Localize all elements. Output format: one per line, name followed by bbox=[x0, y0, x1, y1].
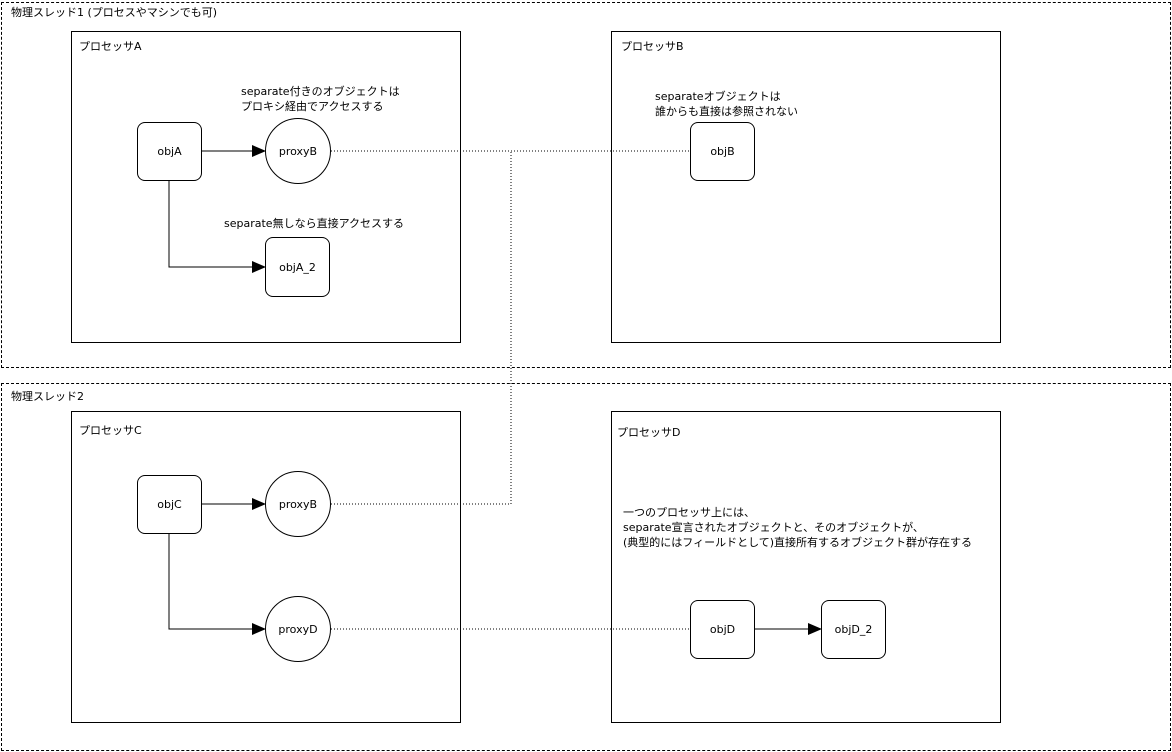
processor-d-label: プロセッサD bbox=[617, 426, 681, 439]
thread-2-label: 物理スレッド2 bbox=[11, 390, 84, 403]
thread-2-container bbox=[1, 383, 1171, 751]
processor-a-label: プロセッサA bbox=[79, 40, 142, 53]
note-line: separate無しなら直接アクセスする bbox=[224, 217, 405, 230]
note-separate-proxy: separate付きのオブジェクトは プロキシ経由でアクセスする bbox=[241, 84, 400, 114]
node-objA_2[interactable]: objA_2 bbox=[265, 237, 330, 297]
node-objB[interactable]: objB bbox=[690, 122, 755, 181]
note-line: separateオブジェクトは bbox=[655, 90, 781, 103]
processor-d-box bbox=[611, 411, 1001, 723]
processor-b-box bbox=[611, 31, 1001, 343]
processor-b-label: プロセッサB bbox=[621, 40, 684, 53]
note-line: プロキシ経由でアクセスする bbox=[241, 100, 384, 113]
edge-objA-objA2 bbox=[168, 180, 266, 273]
note-line: (典型的にはフィールドとして)直接所有するオブジェクト群が存在する bbox=[623, 536, 973, 549]
note-processor-d: 一つのプロセッサ上には、 separate宣言されたオブジェクトと、そのオブジェ… bbox=[623, 505, 972, 550]
note-line: separate宣言されたオブジェクトと、そのオブジェクトが、 bbox=[623, 521, 924, 534]
node-objD_2[interactable]: objD_2 bbox=[821, 600, 886, 659]
link-proxyB2-objB bbox=[331, 151, 512, 505]
note-no-separate: separate無しなら直接アクセスする bbox=[224, 216, 404, 231]
node-proxyB[interactable]: proxyB bbox=[265, 118, 331, 184]
node-objA[interactable]: objA bbox=[137, 122, 202, 181]
note-line: separate付きのオブジェクトは bbox=[241, 85, 400, 98]
processor-c-label: プロセッサC bbox=[79, 424, 142, 437]
thread-1-label: 物理スレッド1 (プロセスやマシンでも可) bbox=[11, 6, 218, 19]
thread-1-container bbox=[1, 2, 1171, 368]
note-line: 誰からも直接は参照されない bbox=[655, 105, 798, 118]
node-proxyD[interactable]: proxyD bbox=[265, 596, 331, 662]
node-objD[interactable]: objD bbox=[690, 600, 755, 659]
node-objC[interactable]: objC bbox=[137, 475, 202, 534]
edge-objC-proxyD bbox=[168, 533, 266, 635]
note-separate-object: separateオブジェクトは 誰からも直接は参照されない bbox=[655, 89, 798, 119]
processor-c-box bbox=[71, 411, 461, 723]
node-proxyB-2[interactable]: proxyB bbox=[265, 471, 331, 537]
note-line: 一つのプロセッサ上には、 bbox=[623, 506, 755, 519]
